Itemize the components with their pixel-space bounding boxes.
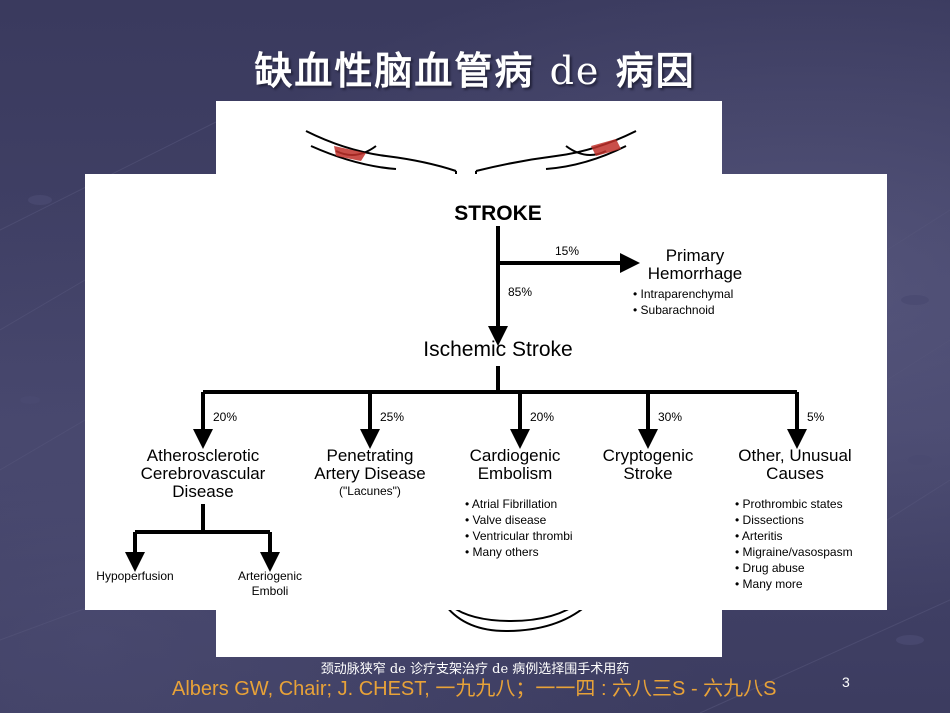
ischemic-percent: 85% xyxy=(508,285,532,299)
category-bullet: • Arteritis xyxy=(735,529,783,543)
primary-bullet: • Subarachnoid xyxy=(633,303,715,317)
category-label: Causes xyxy=(766,464,824,483)
page-number: 3 xyxy=(842,674,850,690)
category-bullet: • Valve disease xyxy=(465,513,547,527)
sub-label-arteriogenic: Arteriogenic xyxy=(238,569,302,583)
slide-title: 缺血性脑血管病 de 病因 xyxy=(0,40,950,95)
primary-label-2: Hemorrhage xyxy=(648,264,743,283)
category-percent: 30% xyxy=(658,410,682,424)
primary-label-1: Primary xyxy=(666,246,725,265)
category-bullet: • Dissections xyxy=(735,513,804,527)
category-label: Embolism xyxy=(478,464,553,483)
stroke-classification-flowchart: STROKE 15% Primary Hemorrhage • Intrapar… xyxy=(85,174,887,610)
category-percent: 5% xyxy=(807,410,825,424)
root-node: STROKE xyxy=(454,202,542,225)
title-chinese: 缺血性脑血管病 xyxy=(254,49,535,93)
category-percent: 20% xyxy=(213,410,237,424)
primary-percent: 15% xyxy=(555,244,579,258)
title-de: de xyxy=(549,49,601,93)
category-label: Cryptogenic xyxy=(603,446,694,465)
category-bullet: • Prothrombic states xyxy=(735,497,843,511)
sub-label-hypoperfusion: Hypoperfusion xyxy=(96,569,173,583)
category-label: Other, Unusual xyxy=(738,446,851,465)
category-bullet: • Many others xyxy=(465,545,539,559)
citation-text: Albers GW, Chair; J. CHEST, 一九九八；一一四 : 六… xyxy=(172,678,777,700)
sub-label-emboli: Emboli xyxy=(252,584,289,598)
category-label: Disease xyxy=(172,482,233,501)
category-percent: 20% xyxy=(530,410,554,424)
category-label: Artery Disease xyxy=(314,464,425,483)
category-label: ("Lacunes") xyxy=(339,484,401,498)
category-bullet: • Many more xyxy=(735,577,803,591)
title-chinese-2: 病因 xyxy=(615,49,696,93)
category-bullet: • Ventricular thrombi xyxy=(465,529,573,543)
category-bullet: • Drug abuse xyxy=(735,561,805,575)
vessel-drawing xyxy=(305,130,637,633)
category-percent: 25% xyxy=(380,410,404,424)
flowchart-svg: STROKE 15% Primary Hemorrhage • Intrapar… xyxy=(96,202,853,598)
category-label: Cardiogenic xyxy=(470,446,561,465)
category-label: Stroke xyxy=(623,464,672,483)
category-label: Penetrating xyxy=(327,446,414,465)
footer-text: 颈动脉狭窄 de 诊疗支架治疗 de 病例选择围手术用药 xyxy=(320,662,630,677)
category-bullet: • Migraine/vasospasm xyxy=(735,545,853,559)
category-label: Atherosclerotic xyxy=(147,446,260,465)
category-label: Cerebrovascular xyxy=(141,464,266,483)
primary-bullet: • Intraparenchymal xyxy=(633,287,733,301)
category-bullet: • Atrial Fibrillation xyxy=(465,497,557,511)
ischemic-node: Ischemic Stroke xyxy=(423,338,572,361)
